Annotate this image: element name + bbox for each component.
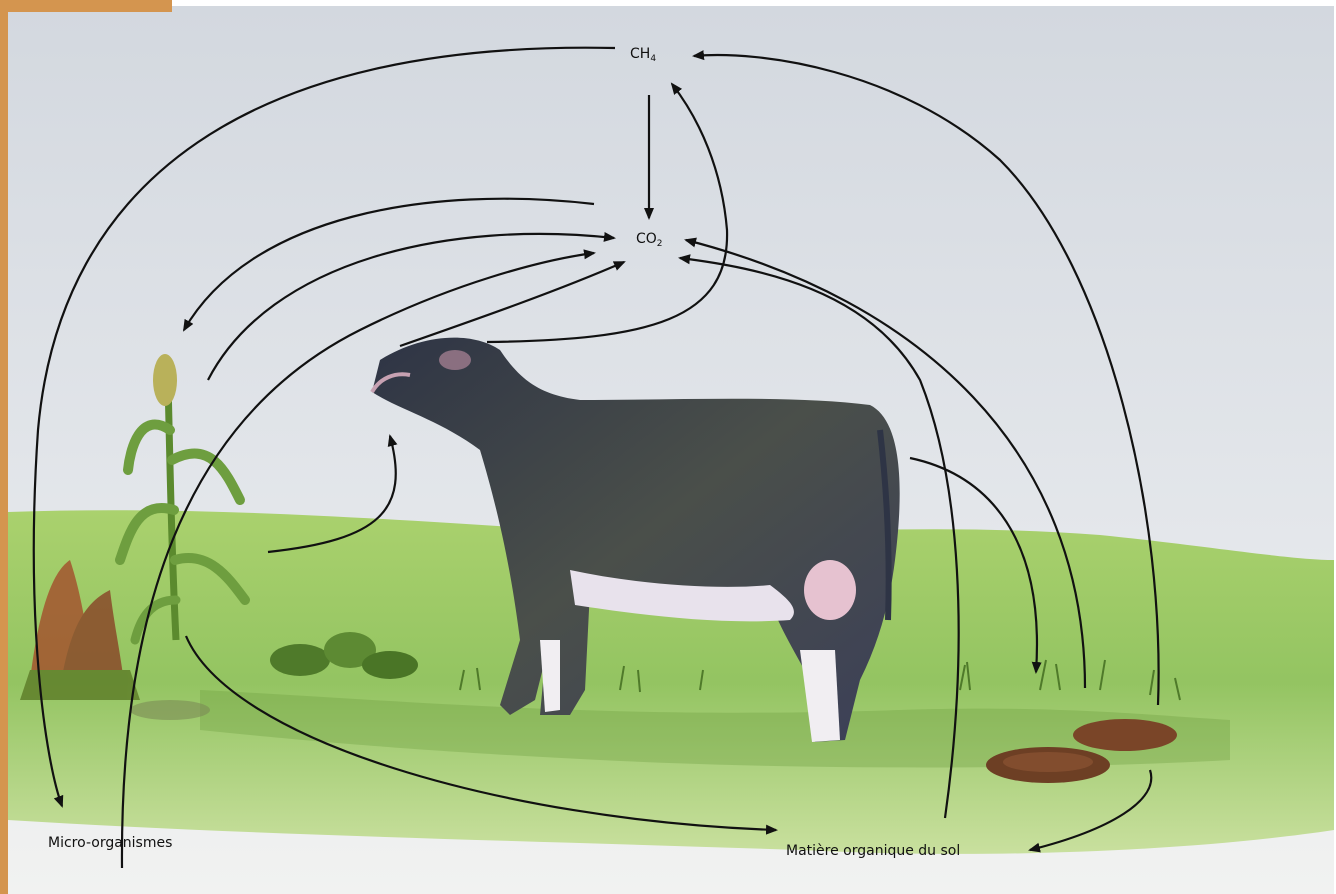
label-micro-organismes: Micro-organismes	[48, 836, 172, 850]
frame-accent-corner	[0, 0, 172, 12]
label-matiere-organique-du-sol: Matière organique du sol	[786, 844, 960, 858]
frame-accent-side	[0, 0, 8, 894]
label-ch4: CH4	[630, 47, 656, 64]
label-co2: CO2	[636, 232, 663, 249]
